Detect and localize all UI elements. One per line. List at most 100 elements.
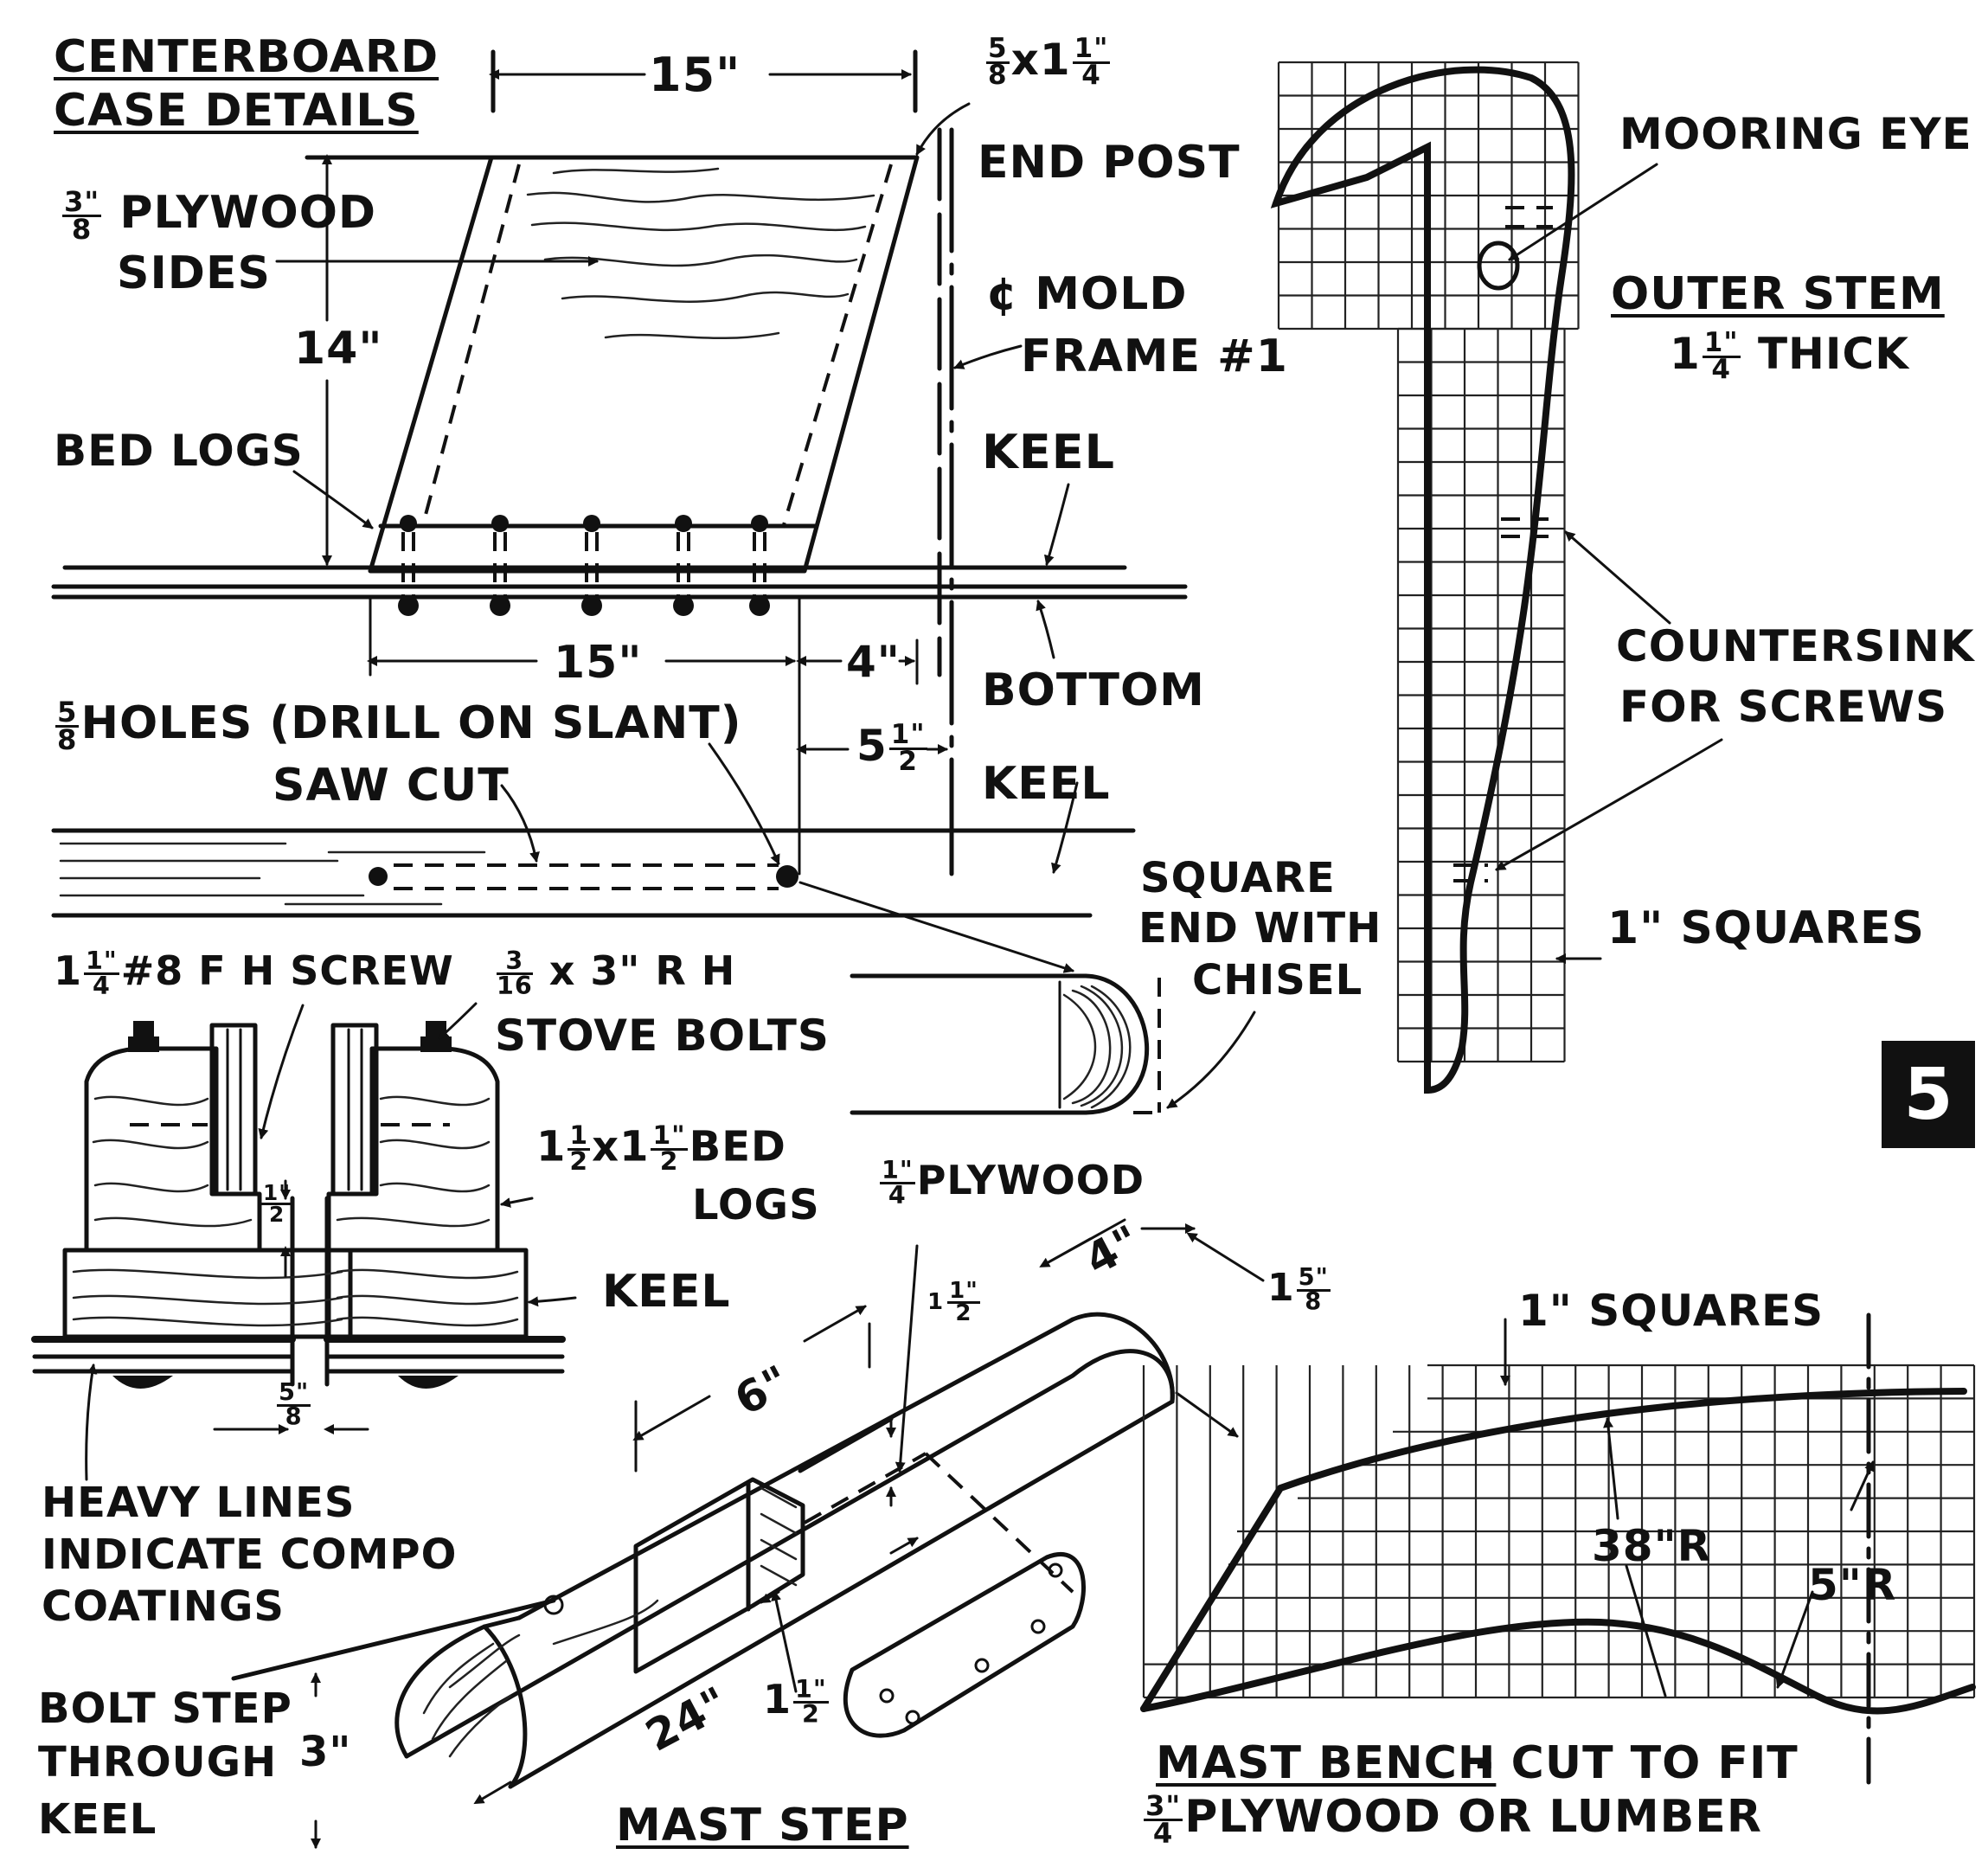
dim-3: 3" — [299, 1728, 352, 1776]
ms-158-frac-den: 8 — [1305, 1287, 1323, 1315]
plywood-text: PLYWOOD — [119, 187, 377, 239]
dim-4: 4" — [846, 637, 901, 687]
mold-frame-line1: ¢ MOLD — [986, 268, 1188, 320]
mb-frac-num: 3" — [1144, 1788, 1183, 1822]
case-cross-section — [31, 1002, 577, 1481]
plywood-frac-den: 8 — [71, 212, 93, 246]
figure-number-badge: 5 — [1882, 1041, 1975, 1148]
radius-38: 38"R — [1592, 1521, 1712, 1571]
stem-thick-frac-num: 1" — [1702, 327, 1741, 359]
keel-label-2: KEEL — [982, 758, 1111, 810]
ms-ply-text: PLYWOOD — [916, 1157, 1145, 1203]
bench-grid — [1142, 1364, 1976, 1699]
ms-ply-frac-num: 1" — [880, 1156, 915, 1185]
end-post-label: END POST — [978, 137, 1241, 189]
gap-half-dim: 1"2 — [260, 1180, 294, 1225]
section-bed-logs-line2: LOGS — [692, 1181, 820, 1229]
centerboard-case-elevation — [51, 49, 1188, 876]
keel-label-1: KEEL — [982, 425, 1116, 479]
outer-stem-title: OUTER STEM — [1611, 268, 1945, 320]
plywood-sides-line2: SIDES — [117, 247, 271, 299]
ms-158-frac-num: 5" — [1296, 1264, 1331, 1292]
dim-bottom-15: 15" — [554, 637, 643, 689]
mast-step-title: MAST STEP — [616, 1800, 909, 1851]
mast-bench — [1140, 1312, 1976, 1785]
bolts-frac-num: 3 — [497, 949, 533, 975]
bolt-step-line2: THROUGH — [38, 1738, 278, 1787]
screw-frac-num: 1" — [84, 947, 119, 976]
holes-frac-den: 8 — [57, 722, 78, 756]
gap-frac-num: 1" — [261, 1180, 293, 1206]
keel-plan — [51, 742, 1136, 973]
radius-5: 5"R — [1808, 1560, 1897, 1610]
ms-bot-whole: 1 — [763, 1676, 792, 1723]
bedlog-frac2-num: 1" — [651, 1120, 688, 1151]
end-post-frac-num: 5 — [986, 33, 1010, 65]
end-post-frac-den: 8 — [988, 60, 1008, 91]
dim58-frac-den: 8 — [285, 1402, 303, 1430]
stove-bolts-line2: STOVE BOLTS — [495, 1011, 830, 1061]
ms-bot-frac-num: 1" — [793, 1675, 829, 1704]
square-end-line3: CHISEL — [1192, 956, 1363, 1004]
bolt-step-line3: KEEL — [38, 1795, 157, 1844]
end-post-frac2-num: 1" — [1072, 33, 1111, 65]
screw-frac-den: 4 — [92, 972, 111, 1000]
bolts-frac-den: 16 — [497, 972, 533, 1000]
centerboard-title-line2: CASE DETAILS — [54, 85, 419, 137]
stem-thick-whole: 1 — [1670, 329, 1701, 379]
ms-bot-frac-den: 2 — [801, 1700, 820, 1729]
square-end-detail — [850, 973, 1256, 1115]
mold-frame-line2: FRAME #1 — [1021, 330, 1288, 382]
heavy-lines-line1: HEAVY LINES — [42, 1479, 356, 1527]
ms-top-frac-den: 2 — [955, 1300, 972, 1326]
square-end-line1: SQUARE — [1140, 854, 1336, 902]
screw-whole: 1 — [54, 947, 83, 994]
mooring-eye-label: MOORING EYE — [1619, 109, 1972, 159]
mast-bench-title: MAST BENCH — [1156, 1737, 1497, 1789]
bottom-label: BOTTOM — [982, 664, 1205, 716]
holes-text: HOLES (DRILL ON SLANT) — [80, 697, 742, 749]
mast-step — [231, 1218, 1265, 1849]
bedlog-frac-den: 2 — [569, 1145, 589, 1177]
stem-thick-frac-den: 4 — [1711, 354, 1731, 385]
dim-height-14: 14" — [294, 323, 383, 375]
bedlog-whole: 1 — [536, 1122, 567, 1171]
dim-5-8: 5"8 — [275, 1379, 312, 1430]
bedlog-mid: x1 — [592, 1122, 650, 1171]
stem-thick-text: THICK — [1757, 329, 1909, 379]
dim58-frac-num: 5" — [277, 1379, 311, 1407]
screw-text: #8 F H SCREW — [120, 947, 454, 994]
bolts-text1: x 3" R H — [548, 947, 736, 994]
outer-stem — [1270, 61, 1723, 1094]
heavy-lines-line2: INDICATE COMPO — [42, 1531, 458, 1579]
plywood-sides-line1: 3"8 PLYWOOD — [61, 187, 377, 246]
bedlog-frac-num: 1 — [568, 1120, 591, 1151]
dim-5-whole: 5 — [856, 721, 888, 771]
dim-5-frac-num: 1" — [888, 719, 927, 751]
ms-top-whole: 1 — [927, 1288, 945, 1315]
bolt-row — [398, 515, 770, 616]
mb-text: PLYWOOD OR LUMBER — [1184, 1791, 1762, 1843]
bed-logs-label: BED LOGS — [54, 426, 304, 476]
centerboard-title-line1: CENTERBOARD — [54, 31, 439, 83]
holes-frac-num: 5 — [55, 695, 80, 728]
end-post-frac2-den: 4 — [1081, 60, 1101, 91]
bolt-step-line1: BOLT STEP — [38, 1685, 292, 1733]
stem-squares-label: 1" SQUARES — [1607, 902, 1925, 954]
dim-top-15: 15" — [649, 48, 741, 102]
ms-top-frac-num: 1" — [947, 1277, 980, 1304]
heavy-lines-line3: COATINGS — [42, 1582, 285, 1631]
